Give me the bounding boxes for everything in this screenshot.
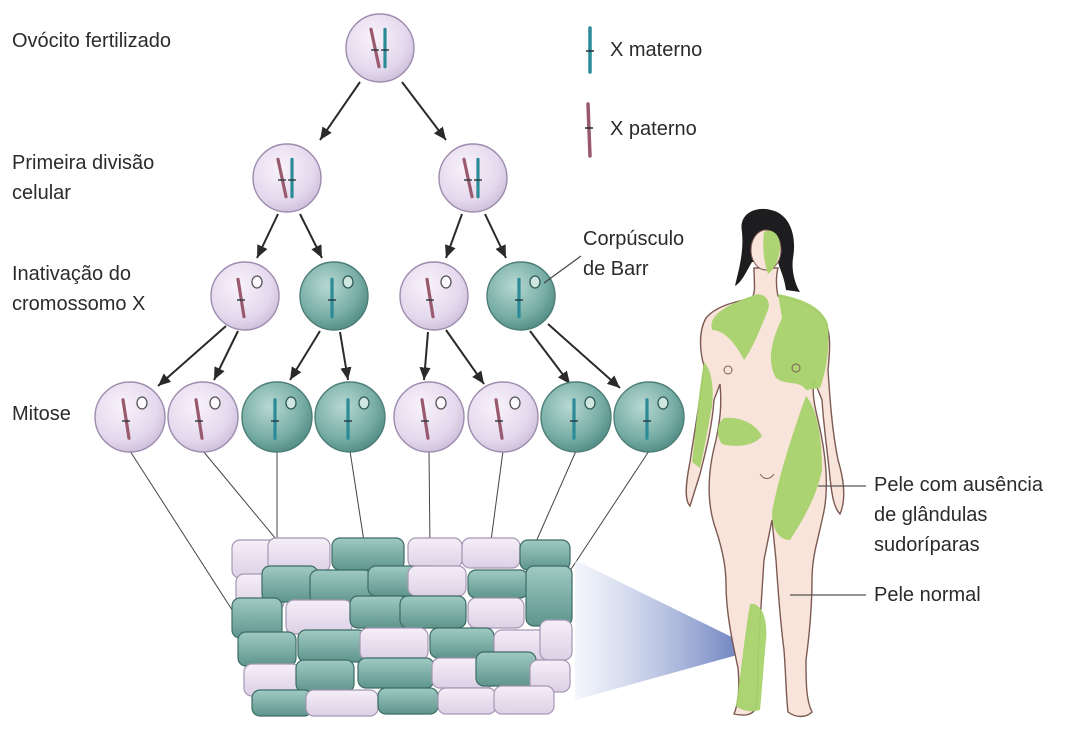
tissue-cell-maternal-active — [332, 538, 404, 570]
tissue-cell-paternal-active — [286, 600, 352, 634]
barr-body-icon — [658, 397, 668, 409]
mitosis-cell-4 — [315, 382, 385, 452]
tissue-cell-paternal-active — [494, 686, 554, 714]
legend-maternal-x: X materno — [610, 35, 702, 65]
tissue-cell-maternal-active — [358, 658, 434, 688]
barr-body-icon — [137, 397, 147, 409]
label-first-cell-division: Primeira divisão celular — [12, 148, 154, 208]
mitosis-to-tissue-line — [490, 451, 503, 548]
mosaic-tissue-block — [232, 538, 572, 716]
division-arrows — [158, 82, 620, 388]
tissue-cell-maternal-active — [468, 570, 528, 598]
arrow-l2a-2 — [214, 331, 238, 380]
mitosis-cell-5 — [394, 382, 464, 452]
barr-body-icon — [436, 397, 446, 409]
tissue-cell-paternal-active — [438, 688, 496, 714]
tissue-cell-paternal-active — [468, 598, 524, 628]
mitosis-cell-7 — [541, 382, 611, 452]
arrow-zygote-right — [402, 82, 446, 140]
barr-body-icon — [252, 276, 262, 288]
label-fertilized-oocyte: Ovócito fertilizado — [12, 26, 171, 56]
label-x-inactivation: Inativação do cromossomo X — [12, 259, 145, 319]
tissue-cell-maternal-active — [350, 596, 408, 628]
inactivated-cell-2 — [300, 262, 368, 330]
label-mitosis: Mitose — [12, 399, 71, 429]
legend-paternal-swatch — [585, 104, 593, 156]
mitosis-to-tissue-line — [130, 451, 245, 630]
arrow-l2d-2 — [548, 324, 620, 388]
magnification-beam — [575, 560, 748, 700]
inactivated-cell-1 — [211, 262, 279, 330]
legend-maternal-swatch — [586, 28, 594, 72]
tissue-cell-paternal-active — [306, 690, 378, 716]
tissue-cell-maternal-active — [526, 566, 572, 626]
barr-body-icon — [286, 397, 296, 409]
tissue-cell-maternal-active — [238, 632, 296, 666]
tissue-cell-maternal-active — [252, 690, 312, 716]
label-skin-absent-glands: Pele com ausência de glândulas sudorípar… — [874, 470, 1043, 560]
tissue-cell-paternal-active — [462, 538, 520, 568]
barr-body-icon — [441, 276, 451, 288]
barr-body-icon — [585, 397, 595, 409]
barr-body-icon — [359, 397, 369, 409]
first-division-cell-1 — [253, 144, 321, 212]
arrow-l2b-1 — [290, 331, 320, 380]
arrow-l1a-2 — [300, 214, 322, 258]
barr-body-icon — [510, 397, 520, 409]
mitosis-to-tissue-line — [560, 451, 649, 586]
mitosis-to-tissue-line — [350, 451, 365, 548]
arrow-l1b-1 — [446, 214, 462, 258]
barr-body-icon — [530, 276, 540, 288]
tissue-cell-maternal-active — [296, 660, 354, 692]
arrow-l2b-2 — [340, 332, 348, 380]
inactivated-cell-4 — [487, 262, 555, 330]
mitosis-to-tissue-line — [429, 451, 430, 548]
tissue-cell-paternal-active — [360, 628, 428, 660]
tissue-cell-maternal-active — [400, 596, 466, 628]
label-normal-skin: Pele normal — [874, 580, 981, 610]
arrow-l2c-2 — [446, 330, 484, 384]
legend-paternal-x: X paterno — [610, 114, 697, 144]
mitosis-cell-6 — [468, 382, 538, 452]
mitosis-cell-2 — [168, 382, 238, 452]
zygote-cell — [346, 14, 414, 82]
arrow-l2c-1 — [424, 332, 428, 380]
barr-body-pointer — [544, 256, 581, 283]
tissue-cell-paternal-active — [408, 566, 466, 596]
first-division-cell-2 — [439, 144, 507, 212]
mitosis-cell-3 — [242, 382, 312, 452]
inactivated-cell-3 — [400, 262, 468, 330]
tissue-cell-paternal-active — [540, 620, 572, 660]
mitosis-cell-1 — [95, 382, 165, 452]
barr-body-icon — [343, 276, 353, 288]
tissue-cell-maternal-active — [298, 630, 366, 662]
arrow-zygote-left — [320, 82, 360, 140]
tissue-cell-paternal-active — [408, 538, 462, 568]
tissue-cell-maternal-active — [476, 652, 536, 686]
arrow-l1a-1 — [257, 214, 278, 258]
arrow-l1b-2 — [485, 214, 506, 258]
tissue-cell-maternal-active — [378, 688, 438, 714]
barr-body-icon — [210, 397, 220, 409]
mitosis-cell-8 — [614, 382, 684, 452]
label-barr-body: Corpúsculo de Barr — [583, 224, 684, 284]
